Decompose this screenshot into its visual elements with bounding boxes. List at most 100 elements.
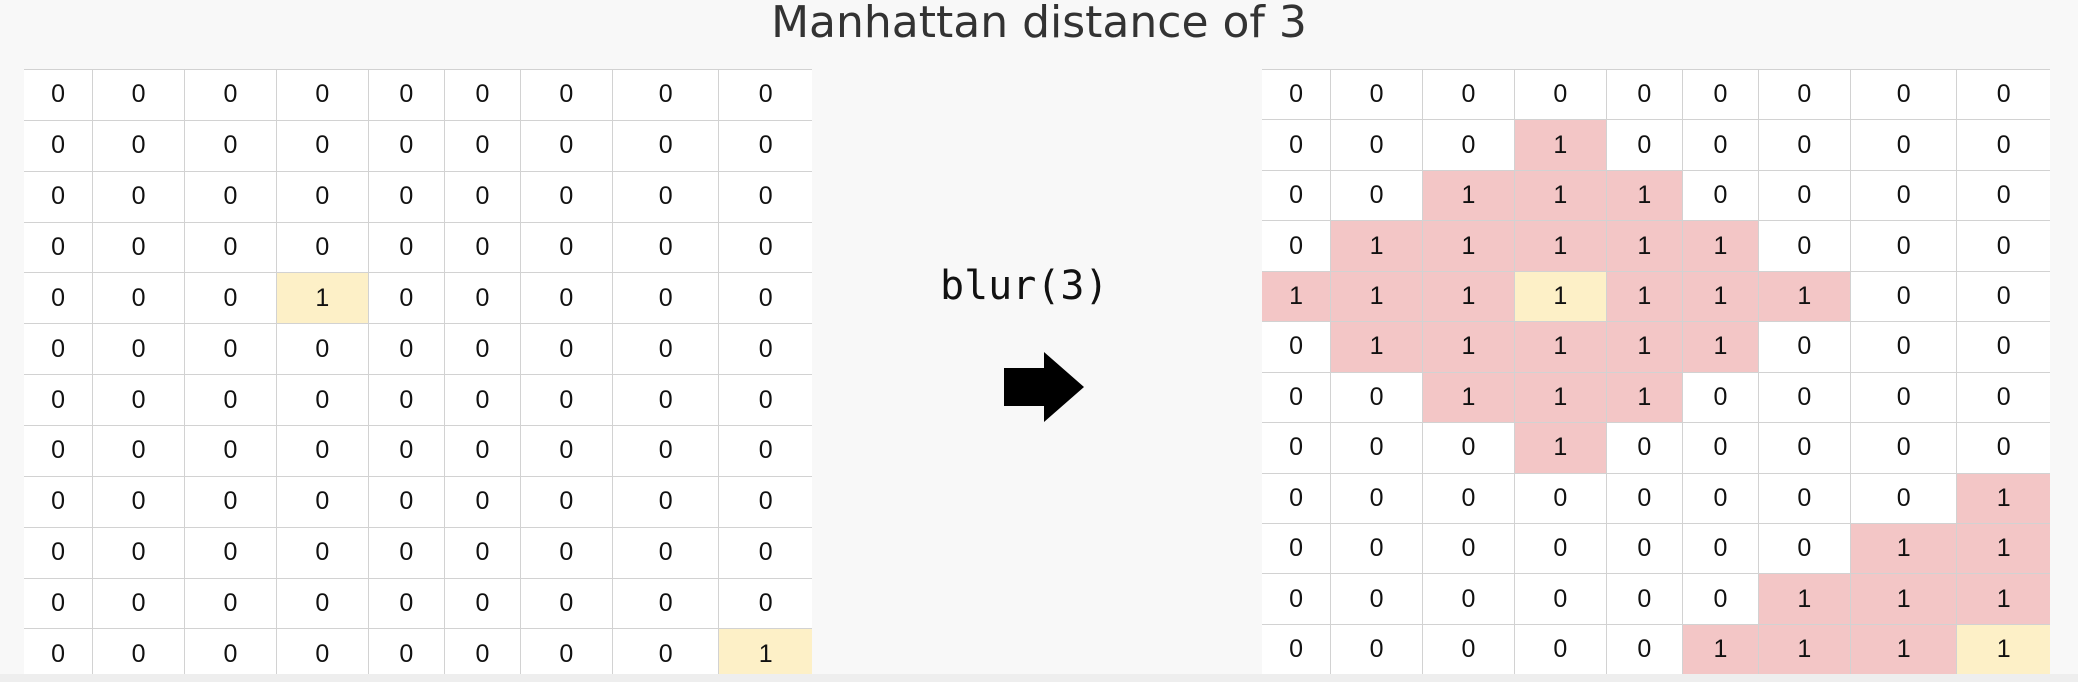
grid-cell: 1 xyxy=(1513,220,1607,272)
grid-cell: 0 xyxy=(275,69,369,121)
grid-cell: 0 xyxy=(1262,220,1332,272)
grid-cell: 0 xyxy=(1330,472,1424,524)
grid-cell: 0 xyxy=(1605,522,1683,575)
grid-cell: 0 xyxy=(24,323,94,376)
grid-cell: 0 xyxy=(611,577,720,630)
grid-cell: 0 xyxy=(611,475,720,528)
grid-cell: 0 xyxy=(367,374,445,427)
grid-cell: 0 xyxy=(443,323,521,376)
grid-cell: 1 xyxy=(1956,472,2050,524)
grid-cell: 1 xyxy=(1330,321,1424,373)
grid-cell: 0 xyxy=(275,628,369,679)
grid-cell: 0 xyxy=(1605,119,1683,171)
grid-cell: 0 xyxy=(367,170,445,223)
operation-label: blur(3) xyxy=(940,263,1109,309)
grid-cell: 0 xyxy=(1513,472,1607,524)
grid-cell: 0 xyxy=(1681,422,1759,474)
grid-cell: 0 xyxy=(443,577,521,630)
grid-cell: 0 xyxy=(1757,472,1851,524)
grid-cell: 0 xyxy=(1262,573,1332,625)
grid-cell: 0 xyxy=(275,374,369,427)
grid-cell: 0 xyxy=(92,475,186,528)
grid-cell: 0 xyxy=(519,577,613,630)
grid-cell: 0 xyxy=(24,374,94,427)
grid-cell: 1 xyxy=(1513,321,1607,373)
grid-cell: 0 xyxy=(367,323,445,376)
right-arrow-icon xyxy=(1004,352,1084,422)
grid-cell: 0 xyxy=(1262,119,1332,171)
grid-cell: 0 xyxy=(519,628,613,679)
grid-cell: 0 xyxy=(184,221,277,274)
grid-cell: 0 xyxy=(443,526,521,579)
grid-cell: 1 xyxy=(1513,270,1607,323)
grid-cell: 0 xyxy=(1422,472,1515,524)
grid-cell: 0 xyxy=(718,69,812,121)
grid-cell: 0 xyxy=(275,425,369,477)
grid-cell: 0 xyxy=(519,119,613,172)
grid-cell: 0 xyxy=(1262,522,1332,575)
grid-cell: 1 xyxy=(1262,270,1332,323)
grid-cell: 0 xyxy=(184,475,277,528)
grid-cell: 0 xyxy=(1513,573,1607,625)
grid-cell: 0 xyxy=(718,475,812,528)
grid-cell: 0 xyxy=(1262,321,1332,373)
grid-cell: 0 xyxy=(519,221,613,274)
grid-cell: 0 xyxy=(718,374,812,427)
grid-cell: 0 xyxy=(718,119,812,172)
grid-cell: 0 xyxy=(718,323,812,376)
grid-cell: 0 xyxy=(611,69,720,121)
grid-cell: 1 xyxy=(1849,522,1958,575)
grid-cell: 0 xyxy=(611,221,720,274)
grid-cell: 0 xyxy=(92,272,186,325)
grid-cell: 1 xyxy=(275,272,369,325)
grid-cell: 0 xyxy=(519,374,613,427)
grid-cell: 0 xyxy=(443,475,521,528)
grid-cell: 0 xyxy=(1757,169,1851,222)
grid-cell: 0 xyxy=(1330,169,1424,222)
grid-cell: 0 xyxy=(92,221,186,274)
grid-cell: 0 xyxy=(367,272,445,325)
grid-cell: 0 xyxy=(367,69,445,121)
grid-cell: 0 xyxy=(1849,169,1958,222)
grid-cell: 0 xyxy=(611,119,720,172)
grid-cell: 0 xyxy=(184,272,277,325)
grid-cell: 1 xyxy=(1422,270,1515,323)
grid-cell: 1 xyxy=(1513,422,1607,474)
grid-cell: 0 xyxy=(24,170,94,223)
grid-cell: 0 xyxy=(1605,573,1683,625)
grid-cell: 0 xyxy=(718,526,812,579)
grid-cell: 0 xyxy=(184,69,277,121)
grid-cell: 0 xyxy=(519,526,613,579)
grid-cell: 0 xyxy=(275,475,369,528)
grid-cell: 0 xyxy=(1757,522,1851,575)
grid-cell: 0 xyxy=(92,69,186,121)
grid-cell: 0 xyxy=(1422,68,1515,121)
grid-cell: 1 xyxy=(1956,522,2050,575)
grid-cell: 0 xyxy=(92,628,186,679)
grid-cell: 0 xyxy=(1849,68,1958,121)
grid-cell: 1 xyxy=(1681,623,1759,674)
grid-cell: 0 xyxy=(184,577,277,630)
grid-cell: 0 xyxy=(1422,623,1515,674)
grid-cell: 0 xyxy=(24,272,94,325)
grid-cell: 0 xyxy=(1849,220,1958,272)
grid-cell: 0 xyxy=(1681,573,1759,625)
grid-cell: 0 xyxy=(92,577,186,630)
grid-cell: 1 xyxy=(1330,220,1424,272)
grid-cell: 1 xyxy=(1513,119,1607,171)
grid-cell: 0 xyxy=(92,425,186,477)
grid-cell: 0 xyxy=(24,425,94,477)
grid-cell: 0 xyxy=(1330,119,1424,171)
grid-cell: 0 xyxy=(611,272,720,325)
grid-cell: 1 xyxy=(1605,321,1683,373)
grid-cell: 0 xyxy=(1513,68,1607,121)
grid-cell: 0 xyxy=(1262,371,1332,424)
grid-cell: 0 xyxy=(1262,169,1332,222)
grid-cell: 0 xyxy=(1681,68,1759,121)
